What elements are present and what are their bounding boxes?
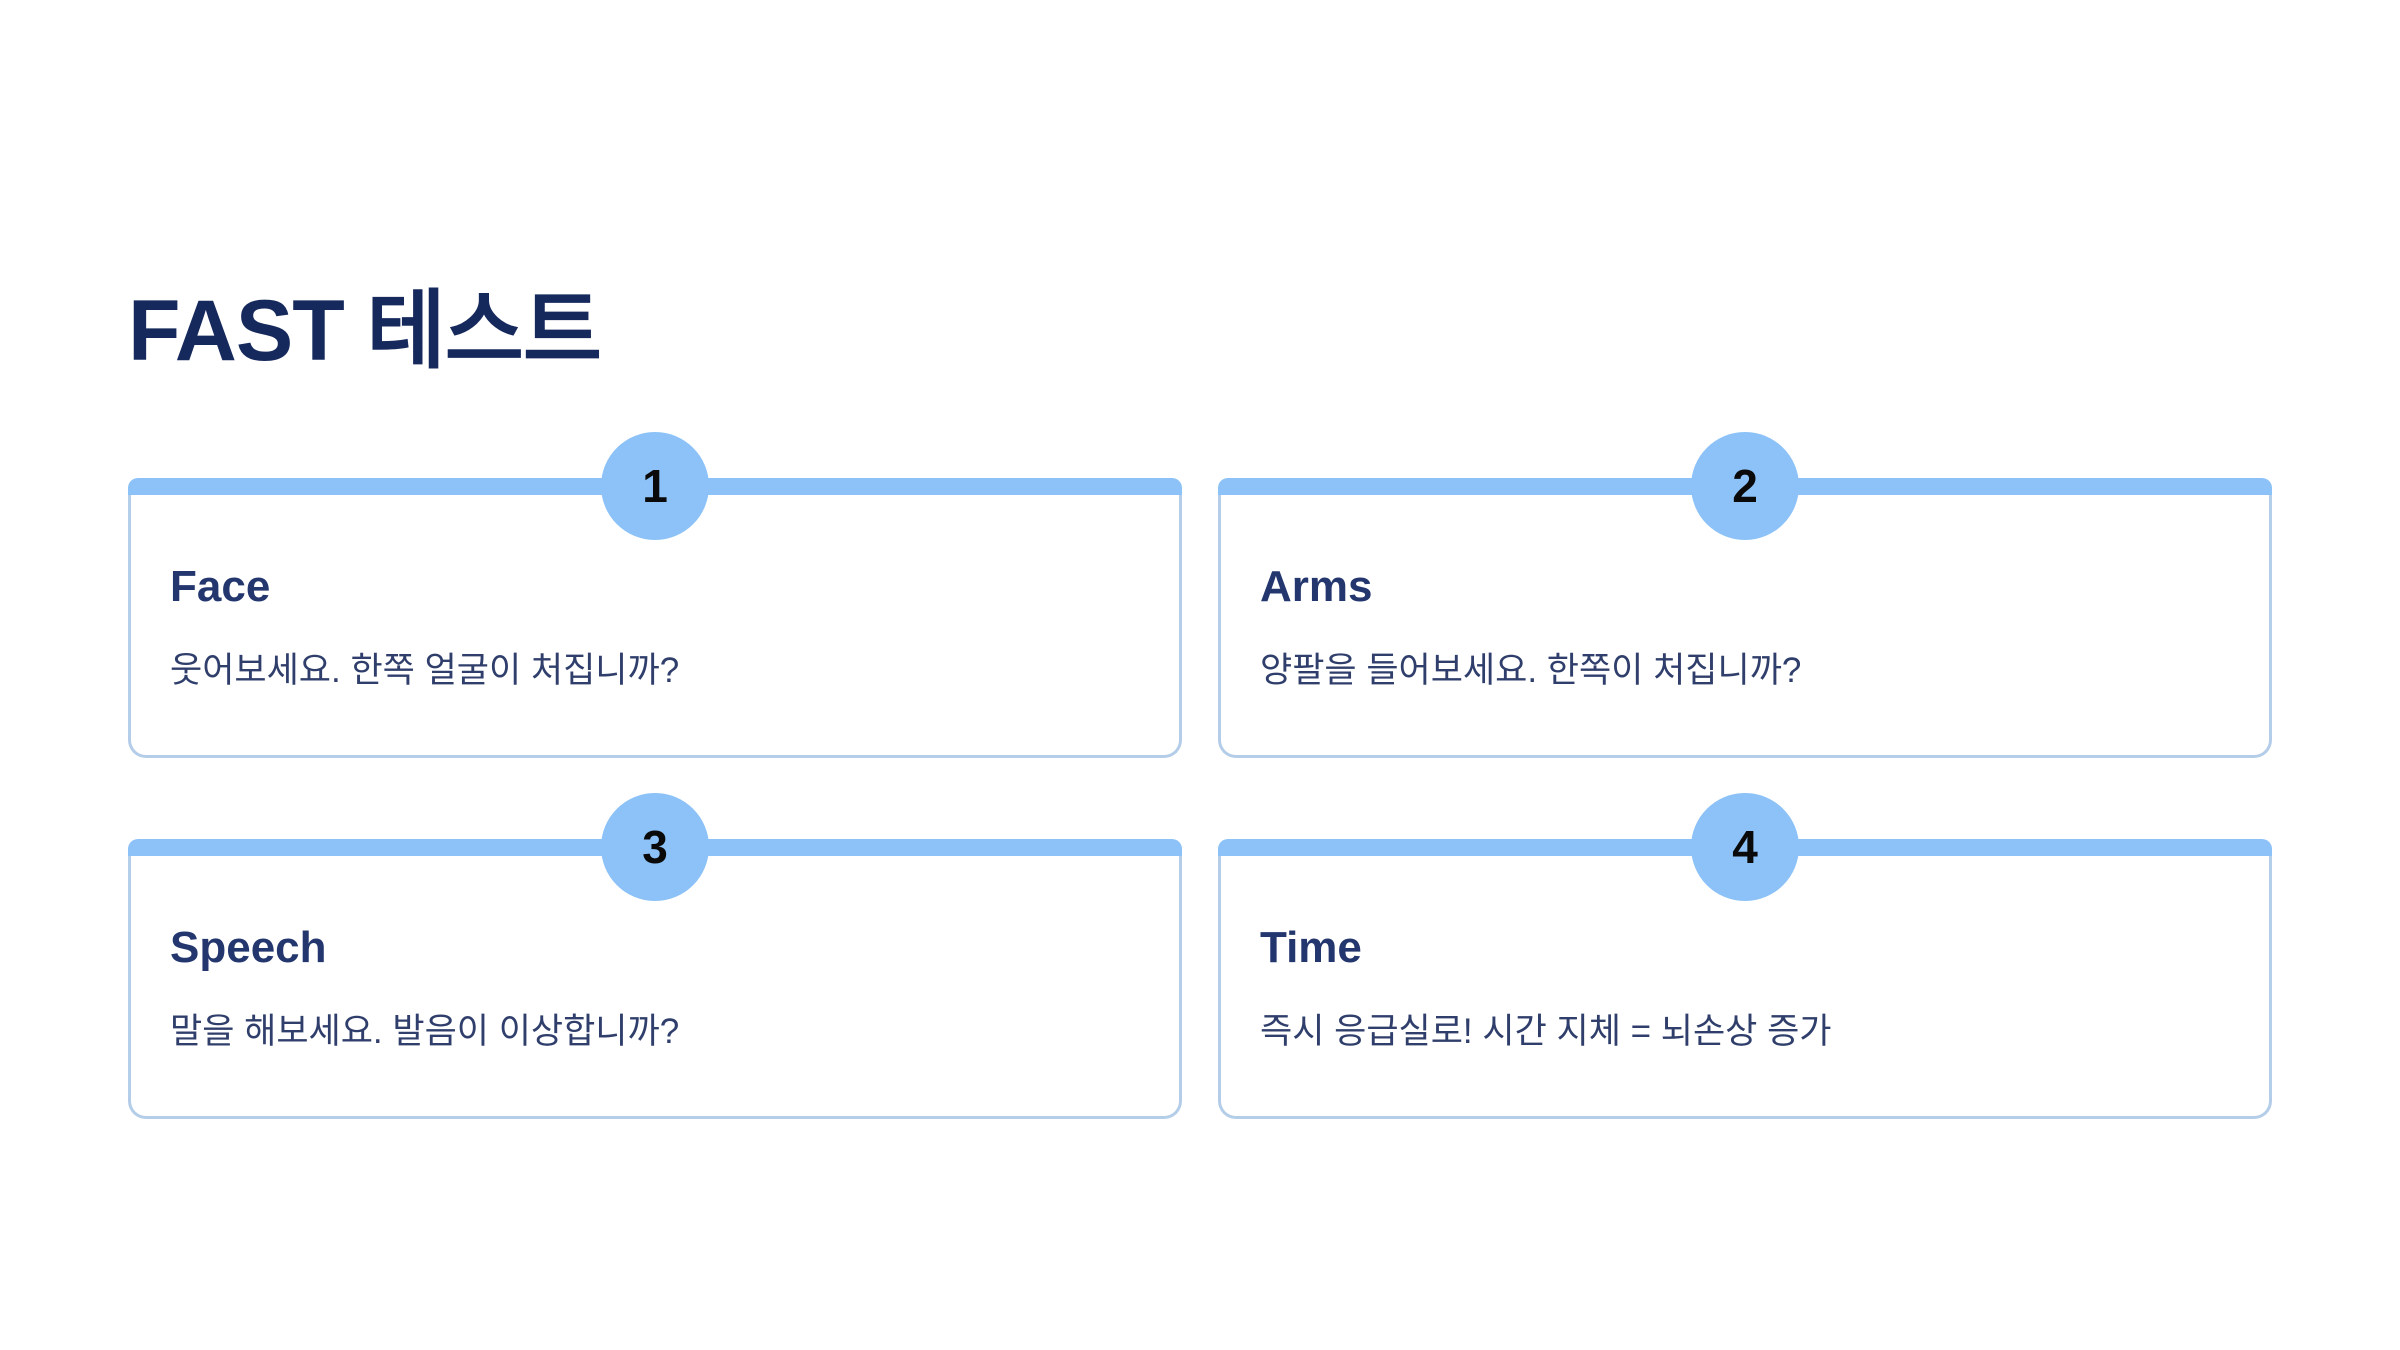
- card-step-badge: 1: [601, 432, 709, 540]
- fast-card-speech[interactable]: 3 Speech 말을 해보세요. 발음이 이상합니까?: [128, 793, 1182, 1119]
- card-description: 양팔을 들어보세요. 한쪽이 처집니까?: [1260, 651, 1802, 690]
- card-description: 말을 해보세요. 발음이 이상합니까?: [170, 1012, 680, 1051]
- card-description: 웃어보세요. 한쪽 얼굴이 처집니까?: [170, 651, 680, 690]
- card-description: 즉시 응급실로! 시간 지체 = 뇌손상 증가: [1260, 1012, 1832, 1051]
- card-heading: Face: [170, 562, 271, 611]
- card-content: Face 웃어보세요. 한쪽 얼굴이 처집니까?: [170, 495, 1140, 755]
- card-step-badge: 4: [1691, 793, 1799, 901]
- card-content: Arms 양팔을 들어보세요. 한쪽이 처집니까?: [1260, 495, 2230, 755]
- fast-card-grid: 1 Face 웃어보세요. 한쪽 얼굴이 처집니까? 2 Arms 양팔을 들어…: [128, 432, 2272, 1119]
- page-title: FAST 테스트: [128, 282, 602, 379]
- card-step-badge: 2: [1691, 432, 1799, 540]
- card-heading: Speech: [170, 923, 327, 972]
- card-heading: Arms: [1260, 562, 1373, 611]
- card-content: Speech 말을 해보세요. 발음이 이상합니까?: [170, 856, 1140, 1116]
- fast-card-arms[interactable]: 2 Arms 양팔을 들어보세요. 한쪽이 처집니까?: [1218, 432, 2272, 758]
- card-content: Time 즉시 응급실로! 시간 지체 = 뇌손상 증가: [1260, 856, 2230, 1116]
- card-step-badge: 3: [601, 793, 709, 901]
- fast-card-time[interactable]: 4 Time 즉시 응급실로! 시간 지체 = 뇌손상 증가: [1218, 793, 2272, 1119]
- fast-card-face[interactable]: 1 Face 웃어보세요. 한쪽 얼굴이 처집니까?: [128, 432, 1182, 758]
- card-heading: Time: [1260, 923, 1362, 972]
